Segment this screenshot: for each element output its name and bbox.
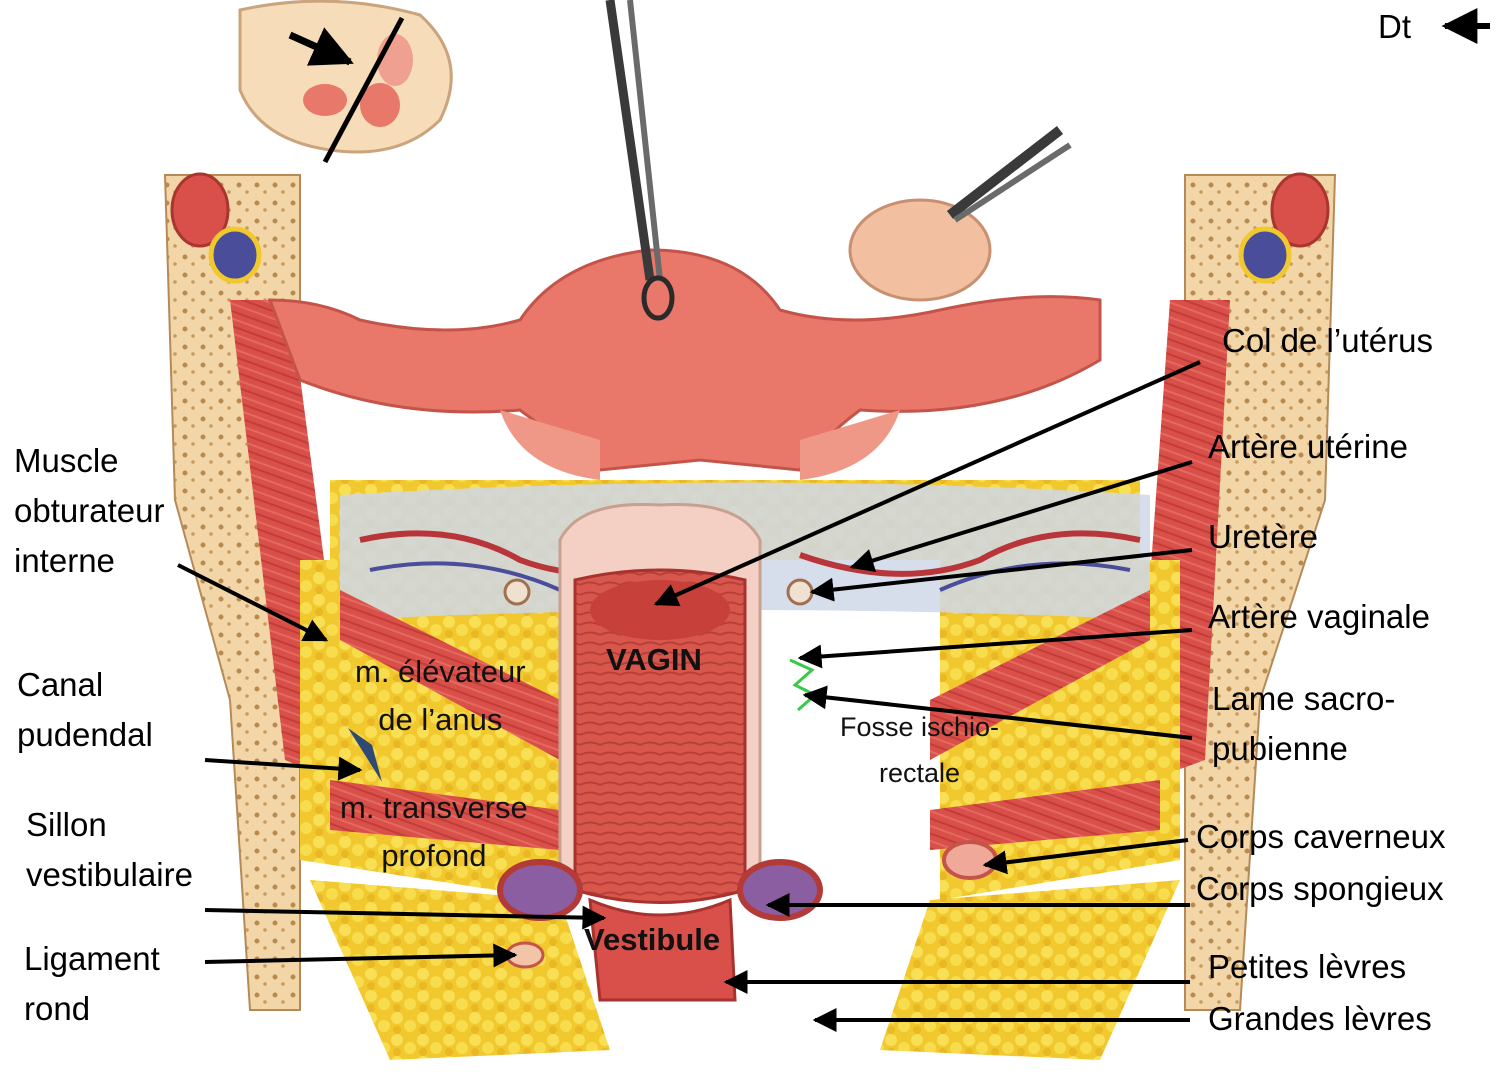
label-line: pudendal: [17, 710, 153, 760]
orientation-label: Dt: [1378, 2, 1411, 52]
label-line: interne: [14, 536, 164, 586]
label-col-uterus: Col de l’utérus: [1222, 316, 1433, 366]
label-line: pubienne: [1212, 724, 1395, 774]
label-corps-spongieux: Corps spongieux: [1196, 864, 1444, 914]
sacropubic-lamina-marker: [790, 660, 815, 710]
label-line: m. transverse: [340, 784, 528, 832]
label-line: m. élévateur: [355, 648, 526, 696]
label-line: Sillon: [26, 800, 193, 850]
label-corps-caverneux: Corps caverneux: [1196, 812, 1445, 862]
label-m-transverse-profond: m. transverse profond: [340, 784, 528, 880]
label-line: Ligament: [24, 934, 160, 984]
label-fosse-ischio-rectale: Fosse ischio- rectale: [840, 704, 999, 796]
label-line: rond: [24, 984, 160, 1034]
label-line: de l’anus: [355, 696, 526, 744]
label-muscle-obturateur-interne: Muscle obturateur interne: [14, 436, 164, 586]
label-line: Canal: [17, 660, 153, 710]
label-line: Fosse ischio-: [840, 704, 999, 750]
label-uretere: Uretère: [1208, 512, 1318, 562]
label-vestibule: Vestibule: [584, 916, 720, 964]
label-line: obturateur: [14, 486, 164, 536]
inset-sketch: [240, 1, 451, 162]
label-vagin: VAGIN: [606, 636, 702, 684]
label-line: rectale: [840, 750, 999, 796]
label-lame-sacro-pubienne: Lame sacro- pubienne: [1212, 674, 1395, 774]
label-m-elevateur-anus: m. élévateur de l’anus: [355, 648, 526, 744]
iliac-vessels: [172, 174, 1328, 281]
label-artere-vaginale: Artère vaginale: [1208, 592, 1430, 642]
label-sillon-vestibulaire: Sillon vestibulaire: [26, 800, 193, 900]
label-line: vestibulaire: [26, 850, 193, 900]
label-line: Lame sacro-: [1212, 674, 1395, 724]
label-grandes-levres: Grandes lèvres: [1208, 994, 1432, 1044]
label-line: Muscle: [14, 436, 164, 486]
label-petites-levres: Petites lèvres: [1208, 942, 1406, 992]
label-ligament-rond: Ligament rond: [24, 934, 160, 1034]
label-canal-pudendal: Canal pudendal: [17, 660, 153, 760]
uterus: [270, 200, 1100, 480]
label-line: profond: [340, 832, 528, 880]
label-artere-uterine: Artère utérine: [1208, 422, 1408, 472]
